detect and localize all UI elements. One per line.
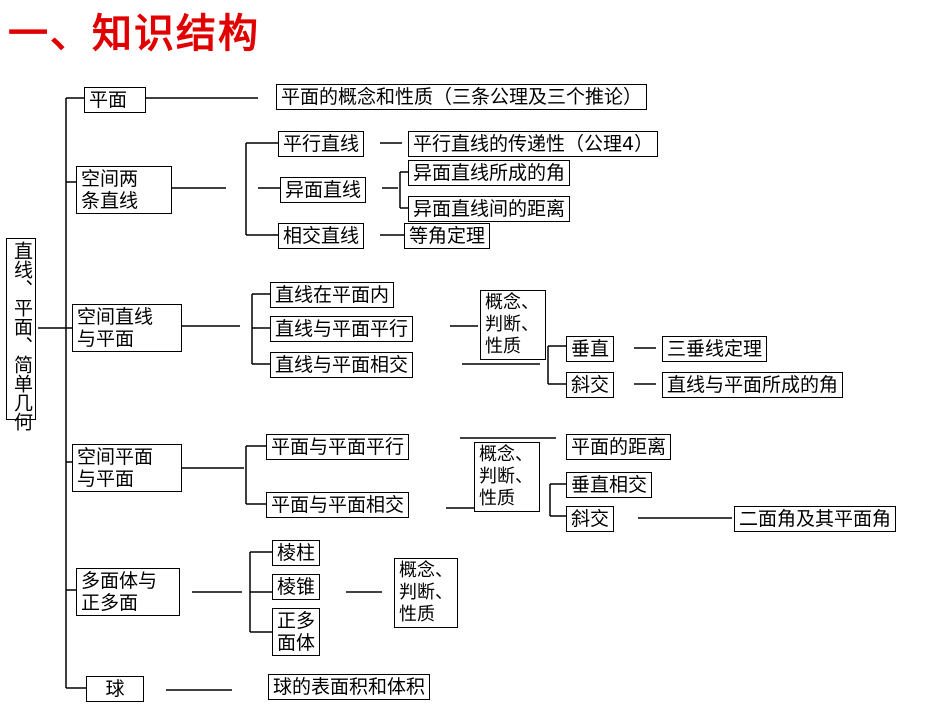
regular-poly-box: 正多 面体 [272,608,321,656]
intersect-lines-box: 相交直线 [278,223,365,249]
perpendicular-box: 垂直 [566,336,615,362]
sphere-box: 球 [86,676,144,702]
dihedral-box: 二面角及其平面角 [734,506,897,532]
plane-box: 平面 [84,87,146,113]
plane-concept-box: 平面的概念和性质（三条公理及三个推论） [276,84,648,110]
pyramid-box: 棱锥 [272,574,321,600]
skew-lines-box: 异面直线 [280,177,367,203]
sphere-area-box: 球的表面积和体积 [268,674,431,700]
concept-box-3: 概念、 判断、 性质 [394,558,458,628]
line-intersect-plane-box: 直线与平面相交 [270,352,414,378]
polyhedra-box: 多面体与 正多面 [76,568,180,616]
concept-box-1: 概念、 判断、 性质 [480,290,546,360]
parallel-lines-box: 平行直线 [278,131,365,157]
perp-intersect-box: 垂直相交 [566,472,653,498]
equal-angle-box: 等角定理 [404,223,491,249]
line-plane-angle-box: 直线与平面所成的角 [662,372,844,398]
plane-distance-box: 平面的距离 [566,434,672,460]
page-title: 一、知识结构 [8,11,260,57]
plane-plane-box: 空间平面 与平面 [72,444,182,492]
root-box: 直线、平面、简单几何 [6,238,36,431]
oblique-box: 斜交 [566,372,615,398]
three-perp-box: 三垂线定理 [662,336,768,362]
line-plane-box: 空间直线 与平面 [72,304,182,352]
two-lines-box: 空间两 条直线 [76,166,172,214]
concept-box-2: 概念、 判断、 性质 [474,442,540,512]
skew-distance-box: 异面直线间的距离 [408,196,571,222]
line-parallel-plane-box: 直线与平面平行 [270,316,414,342]
plane-intersect-box: 平面与平面相交 [266,492,410,518]
skew-angle-box: 异面直线所成的角 [408,160,571,186]
prism-box: 棱柱 [272,540,321,566]
parallel-transitive-box: 平行直线的传递性（公理4） [408,131,659,157]
oblique-box-2: 斜交 [566,506,615,532]
line-in-plane-box: 直线在平面内 [270,282,395,308]
plane-parallel-box: 平面与平面平行 [266,434,410,460]
